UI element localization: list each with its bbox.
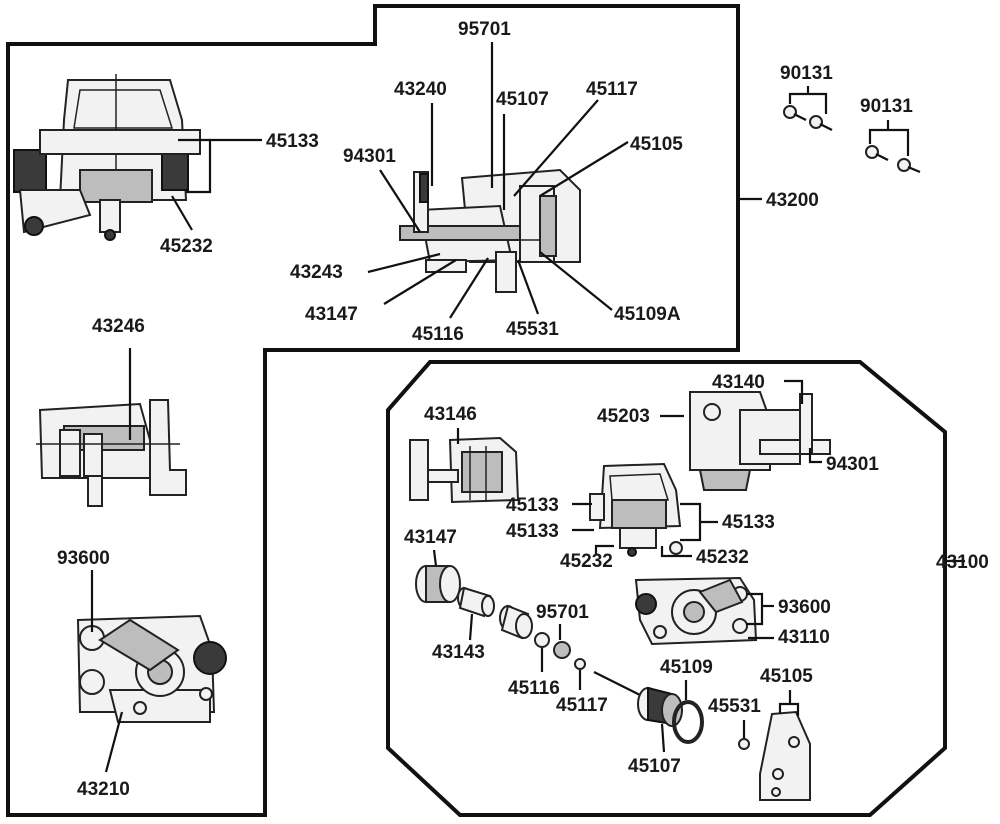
leader-45133-top — [178, 138, 212, 194]
label-43110: 43110 — [778, 627, 830, 648]
leader-45117-top — [513, 99, 599, 197]
label-43210: 43210 — [77, 779, 130, 800]
piston-45109 — [637, 686, 683, 727]
leader-45531-top — [516, 259, 540, 315]
leader-43140 — [784, 379, 804, 404]
support-bracket-45133 — [589, 462, 683, 557]
label-90131-a: 90131 — [780, 63, 833, 84]
label-45105-top: 45105 — [630, 134, 683, 155]
label-45117-top: 45117 — [586, 79, 638, 100]
leader-43143 — [468, 613, 474, 641]
leader-43147-top — [383, 259, 457, 305]
label-45133-c: 45133 — [722, 512, 775, 533]
label-45116-top: 45116 — [412, 324, 464, 345]
leader-43147-low — [432, 549, 438, 567]
leader-93600-right — [746, 592, 764, 626]
leader-45107-low — [660, 723, 666, 753]
label-45531-top: 45531 — [506, 319, 559, 340]
leader-45116-top — [449, 257, 489, 319]
label-45105-low: 45105 — [760, 666, 813, 687]
caliper-body-bottom-left — [76, 614, 227, 723]
caliper-bracket-mid-left — [36, 399, 187, 507]
label-45203: 45203 — [597, 406, 650, 427]
leader-45109A — [539, 251, 613, 311]
leader-45133-c — [680, 502, 702, 542]
leader-45232-a — [594, 544, 614, 554]
label-45133-top: 45133 — [266, 131, 319, 152]
label-45232-top: 45232 — [160, 236, 213, 257]
label-43147-low: 43147 — [404, 527, 457, 548]
caliper-half-43140 — [689, 391, 831, 491]
label-93600-left: 93600 — [57, 548, 110, 569]
small-parts — [534, 632, 750, 750]
caliper-assembly-top — [399, 168, 581, 293]
group-43100-frame — [386, 360, 947, 817]
label-43147-top: 43147 — [305, 304, 358, 325]
label-43243: 43243 — [290, 262, 343, 283]
label-43146: 43146 — [424, 404, 477, 425]
group-43100-label: 43100 — [936, 552, 989, 573]
label-45232-b: 45232 — [696, 547, 749, 568]
label-45107-top: 45107 — [496, 89, 549, 110]
leader-94301-right — [808, 448, 822, 464]
label-45109: 45109 — [660, 657, 713, 678]
label-90131-b: 90131 — [860, 96, 913, 117]
bolt-pair-b — [865, 145, 921, 174]
label-43140: 43140 — [712, 372, 765, 393]
leader-43210 — [104, 711, 124, 773]
bracket-43146 — [409, 436, 520, 504]
label-94301-right: 94301 — [826, 454, 879, 475]
label-95701-top: 95701 — [458, 19, 511, 40]
label-45531-low: 45531 — [708, 696, 761, 717]
label-45133-b: 45133 — [506, 521, 559, 542]
leader-94301-top — [379, 169, 421, 233]
piston-43147 — [415, 565, 461, 603]
pad-spring-45105 — [759, 710, 811, 801]
label-45107-low: 45107 — [628, 756, 681, 777]
group-43200-label: 43200 — [766, 190, 819, 211]
leader-45232-top — [171, 195, 193, 231]
label-43246: 43246 — [92, 316, 145, 337]
label-45109A: 45109A — [614, 304, 681, 325]
label-45133-a: 45133 — [506, 495, 559, 516]
label-45232-a: 45232 — [560, 551, 613, 572]
sleeve-43143 — [457, 586, 495, 618]
label-93600-right: 93600 — [778, 597, 831, 618]
leader-45232-b — [660, 546, 692, 558]
caliper-bracket-top-left — [13, 74, 201, 241]
label-43240: 43240 — [394, 79, 447, 100]
leader-45105-top — [539, 141, 629, 197]
seal-45107 — [672, 700, 704, 744]
group-43200-frame — [6, 4, 740, 817]
label-43143: 43143 — [432, 642, 485, 663]
caliper-body-43110 — [634, 576, 758, 646]
bolt-pair-a — [783, 105, 833, 131]
label-45116-low: 45116 — [508, 678, 560, 699]
pin-boot — [499, 604, 533, 640]
label-95701-low: 95701 — [536, 602, 589, 623]
label-94301-top: 94301 — [343, 146, 396, 167]
leader-43243 — [367, 252, 441, 274]
label-45117-low: 45117 — [556, 695, 608, 716]
